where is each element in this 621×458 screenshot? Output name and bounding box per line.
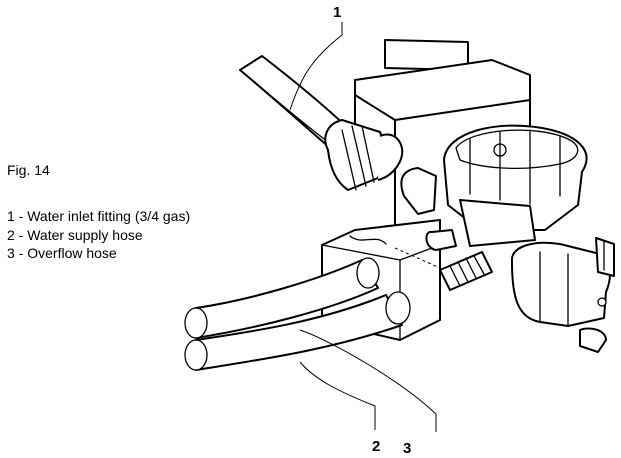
overflow-nipple bbox=[439, 251, 493, 291]
legend-item-3: 3 - Overflow hose bbox=[7, 245, 117, 261]
legend-item-2: 2 - Water supply hose bbox=[7, 227, 143, 243]
callout-1: 1 bbox=[333, 4, 342, 21]
overflow-hose bbox=[184, 257, 380, 339]
water-supply-hose bbox=[184, 291, 411, 371]
callout-2: 2 bbox=[372, 438, 381, 455]
legend-item-1: 1 - Water inlet fitting (3/4 gas) bbox=[7, 208, 191, 224]
callout-3: 3 bbox=[403, 440, 412, 457]
solenoid-coil bbox=[510, 237, 615, 353]
figure-title: Fig. 14 bbox=[7, 162, 50, 178]
inlet-fitting bbox=[324, 119, 437, 215]
leader-lines bbox=[289, 22, 441, 432]
solenoid-valve bbox=[425, 124, 588, 251]
